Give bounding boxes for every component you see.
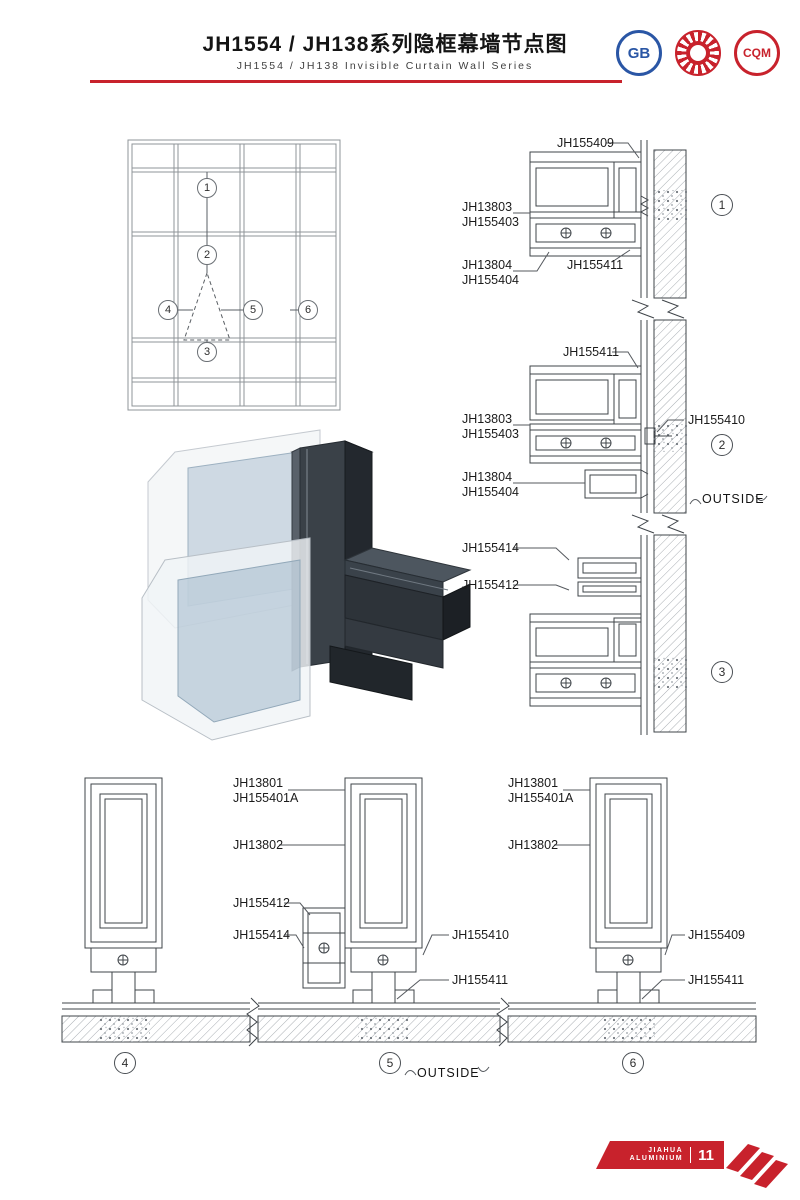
part-label: JH13802 bbox=[233, 838, 284, 852]
elevation-callout-4: 4 bbox=[158, 300, 178, 320]
part-label: JH155401A bbox=[233, 791, 299, 805]
gb-certification-logo: GB bbox=[616, 30, 662, 76]
part-label: JH13801 bbox=[508, 776, 559, 790]
wall-section bbox=[653, 149, 687, 733]
brand-line-2: ALUMINIUM bbox=[629, 1155, 684, 1162]
callout-number: 2 bbox=[718, 438, 726, 452]
detail-1-drawing bbox=[529, 151, 650, 257]
callout-number: 4 bbox=[121, 1056, 129, 1070]
outside-arc-marks bbox=[689, 495, 768, 505]
part-label: JH155401A bbox=[508, 791, 574, 805]
part-label: JH155411 bbox=[452, 973, 509, 987]
part-label: JH155411 bbox=[567, 258, 624, 272]
elevation-grid-drawing bbox=[127, 139, 341, 411]
section-callout-5: 5 bbox=[379, 1052, 401, 1074]
part-label: JH13801 bbox=[233, 776, 284, 790]
callout-number: 4 bbox=[164, 304, 172, 316]
anchor-mortar bbox=[652, 190, 688, 688]
elevation-callout-leaders bbox=[178, 172, 298, 343]
part-label: JH13802 bbox=[508, 838, 559, 852]
glass-line-horizontal bbox=[62, 1002, 756, 1010]
quality-emblem-logo bbox=[675, 30, 721, 76]
section-callout-4: 4 bbox=[114, 1052, 136, 1074]
footer-divider bbox=[690, 1147, 692, 1163]
page-number: 11 bbox=[698, 1146, 714, 1164]
gb-logo-text: GB bbox=[627, 44, 651, 62]
elevation-callout-3: 3 bbox=[197, 342, 217, 362]
footer-ribbon: JIAHUA ALUMINIUM 11 bbox=[596, 1141, 724, 1169]
floor-anchor-mortar bbox=[98, 1016, 655, 1042]
detail-2-drawing bbox=[529, 365, 672, 499]
outside-label: OUTSIDE bbox=[702, 492, 765, 506]
jiahua-logo bbox=[726, 1144, 788, 1188]
section-callout-2: 2 bbox=[711, 434, 733, 456]
vertical-sections bbox=[513, 140, 768, 735]
plan-sections bbox=[61, 777, 757, 1076]
part-label: JH155414 bbox=[233, 928, 290, 942]
part-label: JH13804 bbox=[462, 470, 513, 484]
part-label: JH155410 bbox=[688, 413, 745, 427]
part-label: JH155409 bbox=[688, 928, 745, 942]
callout-number: 5 bbox=[249, 304, 257, 316]
glass-line-vertical bbox=[640, 140, 648, 735]
cqm-logo-text: CQM bbox=[743, 46, 771, 60]
brand-line-1: JIAHUA bbox=[648, 1147, 684, 1154]
outside-label: OUTSIDE bbox=[417, 1066, 480, 1080]
callout-number: 2 bbox=[203, 249, 211, 261]
elevation-callout-5: 5 bbox=[243, 300, 263, 320]
part-label: JH155412 bbox=[233, 896, 290, 910]
detail-3-drawing bbox=[529, 557, 642, 707]
elevation-callout-1: 1 bbox=[197, 178, 217, 198]
callout-number: 1 bbox=[203, 182, 211, 194]
section-leader-lines bbox=[513, 142, 684, 591]
elevation-callout-2: 2 bbox=[197, 245, 217, 265]
part-label: JH155404 bbox=[462, 485, 519, 499]
brand-name: JIAHUA ALUMINIUM bbox=[630, 1147, 684, 1163]
elevation-callout-6: 6 bbox=[298, 300, 318, 320]
page-subtitle: JH1554 / JH138 Invisible Curtain Wall Se… bbox=[236, 60, 534, 72]
part-label: JH155409 bbox=[557, 136, 614, 150]
callout-number: 5 bbox=[386, 1056, 394, 1070]
floor-break-symbols bbox=[246, 997, 510, 1047]
cqm-certification-logo: CQM bbox=[734, 30, 780, 76]
render-3d bbox=[141, 429, 472, 741]
break-symbols bbox=[631, 299, 685, 534]
part-label: JH155403 bbox=[462, 215, 519, 229]
callout-number: 6 bbox=[304, 304, 312, 316]
callout-number: 3 bbox=[203, 346, 211, 358]
certification-logos: GB CQM bbox=[616, 30, 780, 76]
part-label: JH155414 bbox=[462, 541, 519, 555]
part-label: JH155403 bbox=[462, 427, 519, 441]
callout-number: 3 bbox=[718, 665, 726, 679]
callout-number: 1 bbox=[718, 198, 726, 212]
part-label: JH155412 bbox=[462, 578, 519, 592]
section-callout-3: 3 bbox=[711, 661, 733, 683]
part-label: JH13803 bbox=[462, 412, 513, 426]
part-label: JH13803 bbox=[462, 200, 513, 214]
part-label: JH155411 bbox=[688, 973, 745, 987]
press-plate bbox=[302, 907, 346, 989]
part-label: JH155404 bbox=[462, 273, 519, 287]
section-callout-6: 6 bbox=[622, 1052, 644, 1074]
page-title: JH1554 / JH138系列隐框幕墙节点图 bbox=[202, 33, 568, 56]
section-callout-1: 1 bbox=[711, 194, 733, 216]
header-divider bbox=[90, 80, 622, 83]
part-label: JH13804 bbox=[462, 258, 513, 272]
part-label: JH155410 bbox=[452, 928, 509, 942]
outside-arc-marks-bottom bbox=[404, 1066, 490, 1076]
callout-number: 6 bbox=[629, 1056, 637, 1070]
part-label: JH155411 bbox=[563, 345, 620, 359]
plan-leader-lines bbox=[279, 789, 685, 1000]
